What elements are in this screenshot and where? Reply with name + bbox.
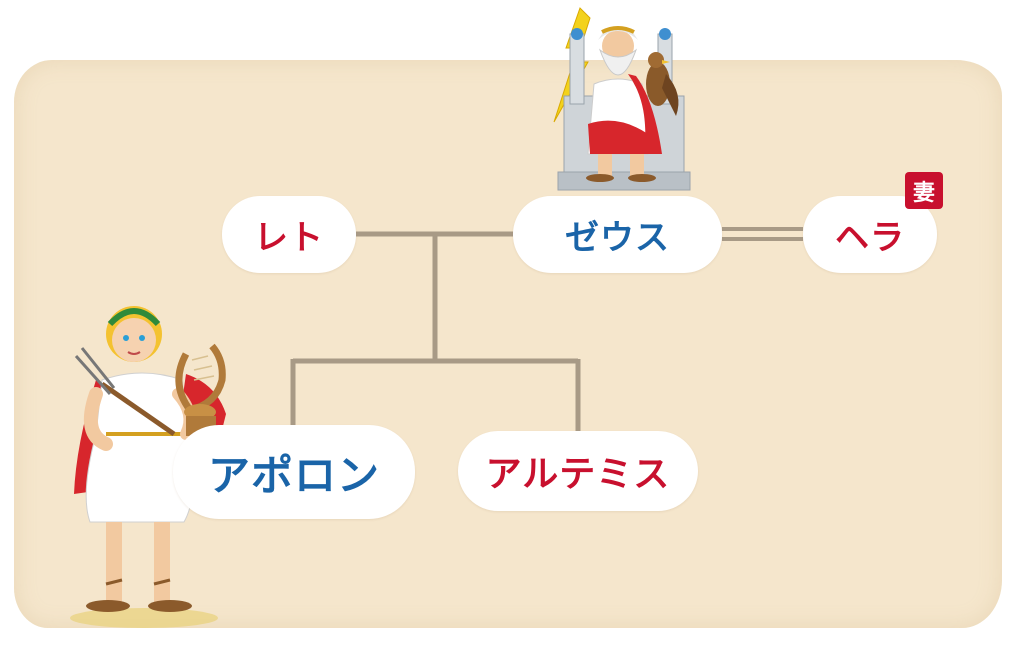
node-artemis: アルテミス bbox=[458, 431, 698, 511]
node-apollo: アポロン bbox=[173, 425, 415, 519]
node-zeus: ゼウス bbox=[513, 196, 722, 273]
background-panel bbox=[14, 60, 1002, 628]
node-leto: レト bbox=[222, 196, 356, 273]
zeus-illustration bbox=[553, 7, 691, 191]
apollo-illustration bbox=[70, 306, 226, 628]
wife-badge: 妻 bbox=[905, 172, 943, 209]
node-hera: ヘラ bbox=[803, 196, 937, 273]
